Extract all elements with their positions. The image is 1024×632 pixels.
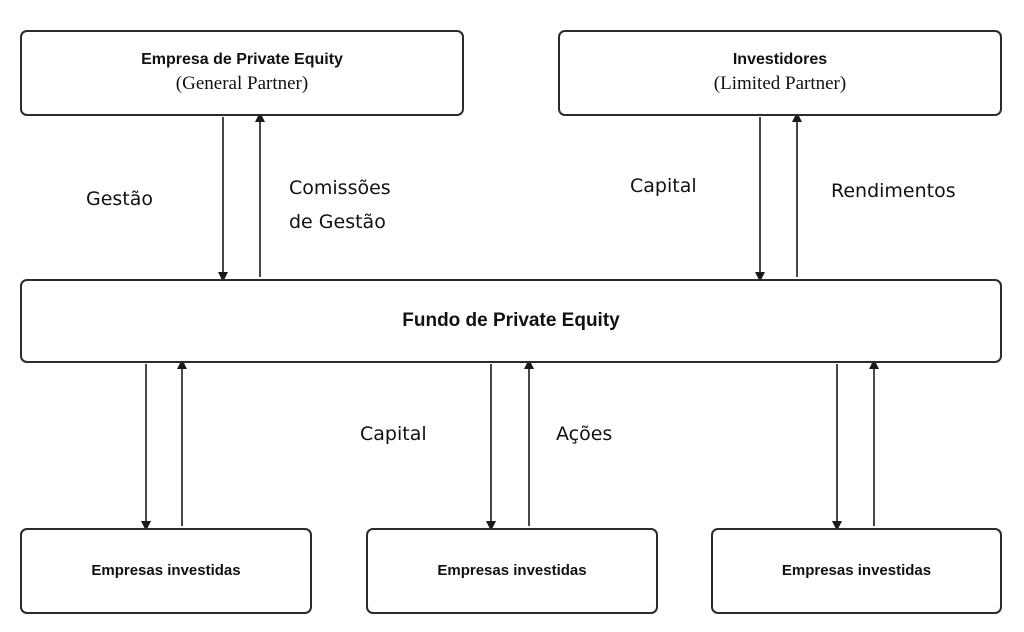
portfolio-company-title-1: Empresas investidas: [91, 562, 241, 579]
label-comissoes-line-2: de Gestão: [289, 211, 386, 233]
label-rendimentos: Rendimentos: [831, 180, 956, 202]
label-capital-top: Capital: [630, 175, 697, 197]
private-equity-fund-box: Fundo de Private Equity: [20, 279, 1002, 363]
limited-partner-subtitle: (Limited Partner): [713, 73, 847, 94]
portfolio-company-box-1: Empresas investidas: [20, 528, 312, 614]
label-gestao: Gestão: [86, 188, 154, 210]
label-capital-bottom: Capital: [360, 423, 427, 445]
portfolio-company-box-3: Empresas investidas: [711, 528, 1002, 614]
label-acoes: Ações: [556, 423, 613, 445]
general-partner-box: Empresa de Private Equity (General Partn…: [20, 30, 464, 116]
limited-partner-title: Investidores: [732, 51, 828, 68]
portfolio-company-box-2: Empresas investidas: [366, 528, 658, 614]
portfolio-company-title-2: Empresas investidas: [437, 562, 587, 579]
label-comissoes-line-1: Comissões: [289, 177, 391, 199]
general-partner-subtitle: (General Partner): [175, 73, 309, 94]
general-partner-title: Empresa de Private Equity: [141, 51, 343, 68]
portfolio-company-title-3: Empresas investidas: [781, 562, 932, 579]
private-equity-fund-title: Fundo de Private Equity: [402, 310, 620, 331]
limited-partner-box: Investidores (Limited Partner): [558, 30, 1002, 116]
